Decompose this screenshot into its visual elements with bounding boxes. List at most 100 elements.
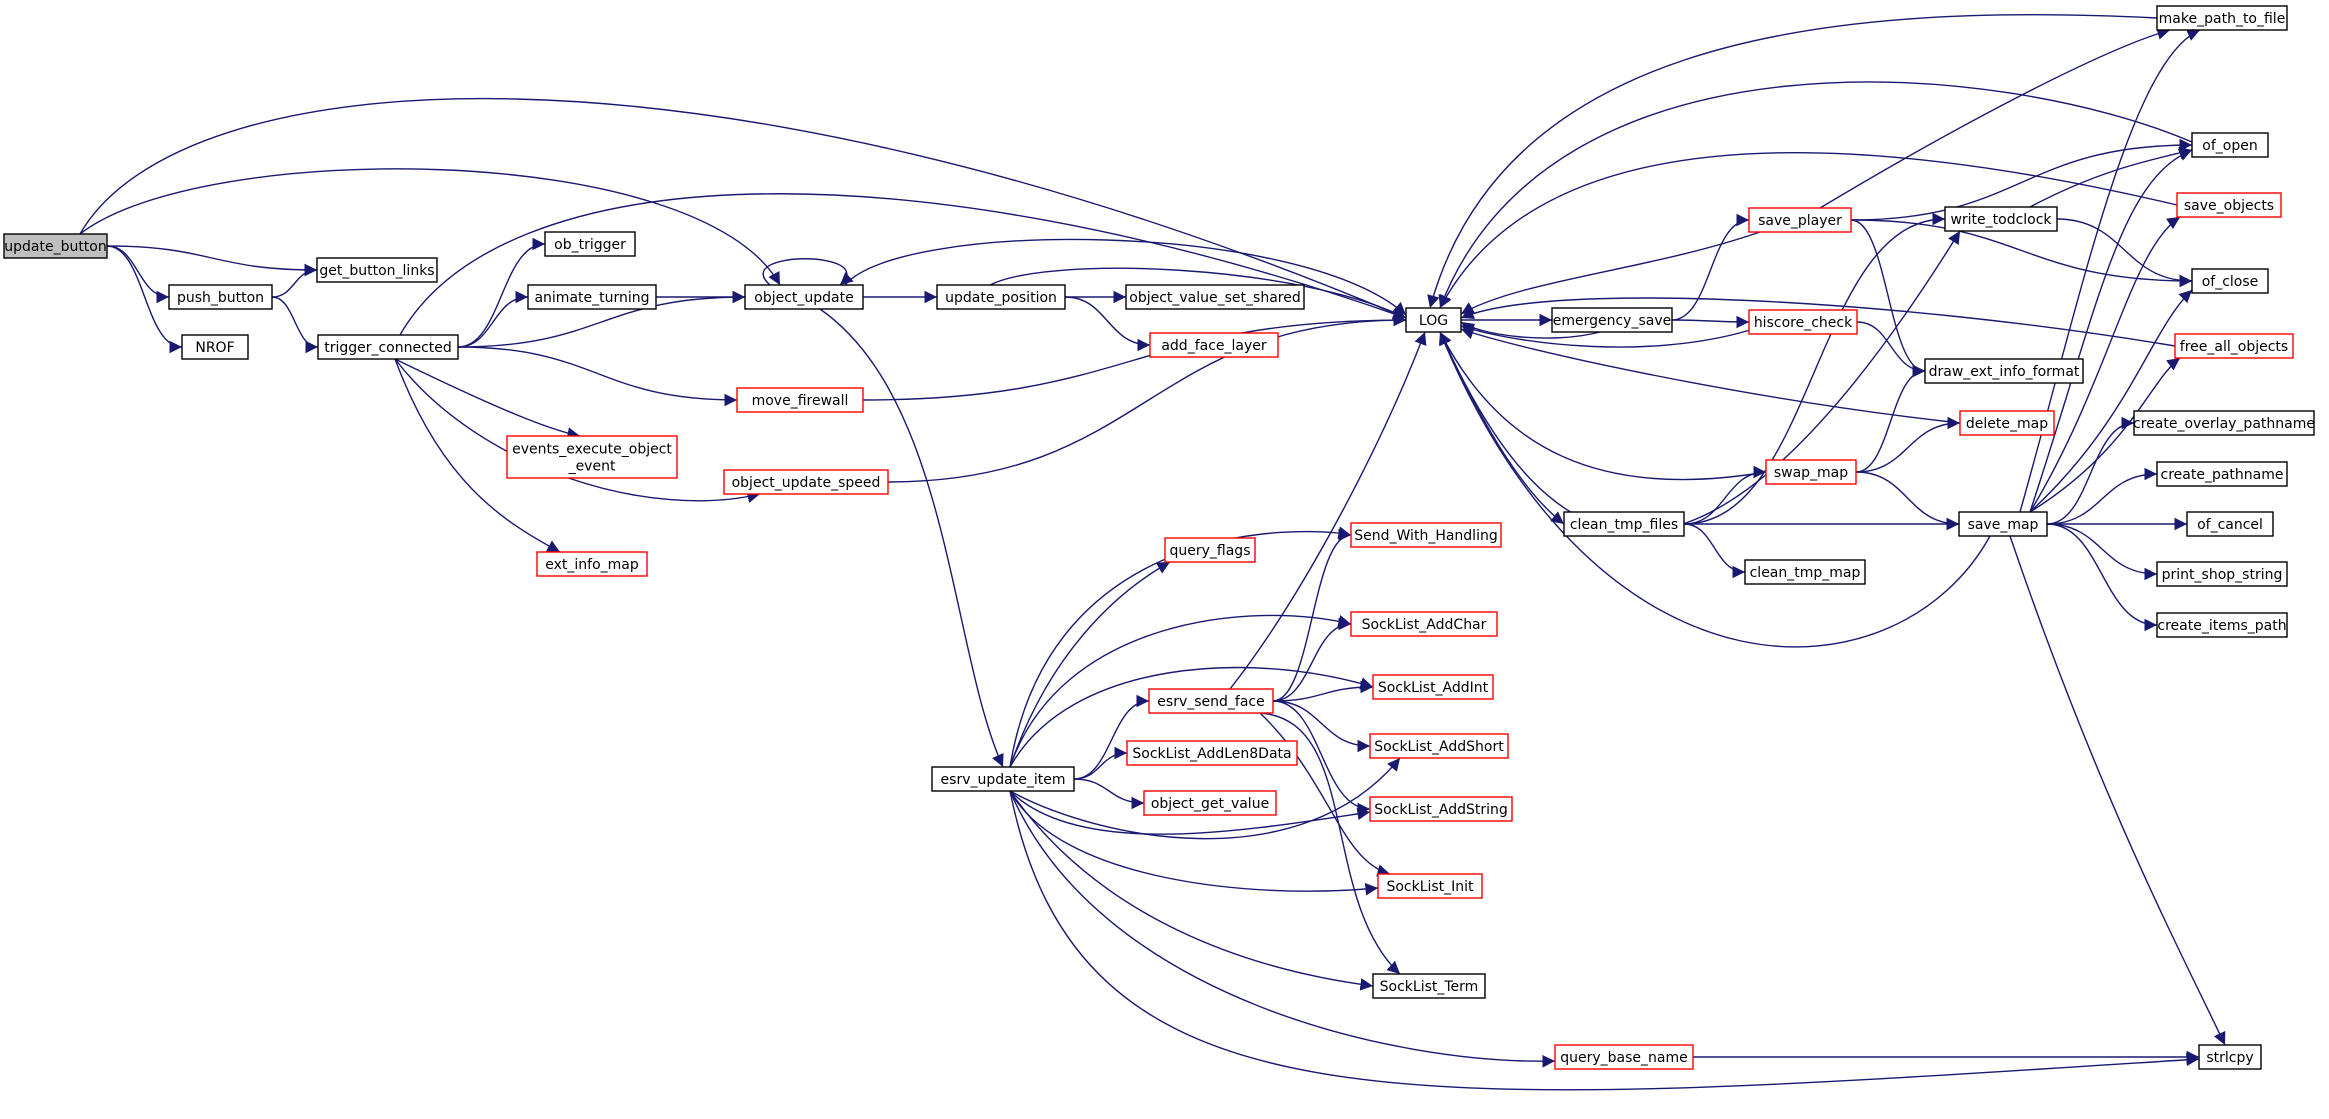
edge-line [1229,331,1427,690]
node-box [1748,207,1852,233]
node-esrv_send_face[interactable]: esrv_send_face [1148,688,1274,714]
node-label: SockList_AddString [1374,802,1508,818]
edge-line [1683,212,1946,525]
edge-line [1272,680,1374,702]
node-box [2186,511,2274,537]
node-label: animate_turning [534,290,649,306]
edge-trigger_connected-to-events_execute_object_event [394,358,581,440]
node-hiscore_check[interactable]: hiscore_check [1748,309,1858,335]
node-LOG[interactable]: LOG [1405,307,1462,333]
node-object_update_speed[interactable]: object_update_speed [723,469,889,495]
edge-save_map-to-create_overlay_pathname [2046,416,2135,525]
node-update_button[interactable]: update_button [3,233,108,259]
node-box [2156,612,2288,638]
node-box [1372,973,1486,999]
node-object_update[interactable]: object_update [744,284,864,310]
edge-esrv_update_item-to-object_get_value [1073,778,1145,810]
node-trigger_connected[interactable]: trigger_connected [317,334,459,360]
node-add_face_layer[interactable]: add_face_layer [1149,332,1279,358]
edge-update_button-to-get_button_links [106,245,318,277]
node-label: SockList_AddLen8Data [1132,746,1291,762]
node-create_pathname[interactable]: create_pathname [2156,461,2288,487]
node-update_position[interactable]: update_position [936,284,1066,310]
node-create_items_path[interactable]: create_items_path [2156,612,2288,638]
edge-line [819,308,1004,768]
node-box [1744,559,1866,585]
node-animate_turning[interactable]: animate_turning [527,284,657,310]
edge-line [1819,27,2171,209]
edge-line [1064,296,1151,352]
node-label: esrv_update_item [941,772,1066,788]
node-create_overlay_pathname[interactable]: create_overlay_pathname [2133,410,2315,436]
node-save_objects[interactable]: save_objects [2176,192,2282,218]
node-box [2156,5,2288,31]
node-object_value_set_shared[interactable]: object_value_set_shared [1125,284,1305,310]
node-NROF[interactable]: NROF [181,334,249,360]
edge-write_todclock-to-of_close [2056,218,2193,288]
node-query_base_name[interactable]: query_base_name [1554,1044,1694,1070]
node-label: get_button_links [319,263,434,279]
edge-swap_map-to-save_map [1855,471,1960,531]
edge-push_button-to-trigger_connected [271,296,319,354]
node-clean_tmp_files[interactable]: clean_tmp_files [1563,511,1685,537]
edge-save_map-to-save_objects [2029,216,2181,513]
node-get_button_links[interactable]: get_button_links [316,257,438,283]
node-label: SockList_Init [1386,879,1474,895]
node-SockList_AddInt[interactable]: SockList_AddInt [1372,674,1494,700]
node-SockList_Init[interactable]: SockList_Init [1377,873,1483,899]
edge-esrv_update_item-to-SockList_Term [1009,790,1374,991]
edge-line [1460,323,1751,348]
node-Send_With_Handling[interactable]: Send_With_Handling [1350,522,1502,548]
node-object_get_value[interactable]: object_get_value [1143,790,1277,816]
edge-esrv_send_face-to-Send_With_Handling [1272,528,1352,702]
node-box [2191,268,2269,294]
node-label: save_map [1968,517,2039,533]
node-save_map[interactable]: save_map [1958,511,2048,537]
node-of_cancel[interactable]: of_cancel [2186,511,2274,537]
node-emergency_save[interactable]: emergency_save [1551,307,1673,333]
node-move_firewall[interactable]: move_firewall [736,387,864,413]
node-label: object_update_speed [732,475,881,491]
node-SockList_AddShort[interactable]: SockList_AddShort [1369,733,1509,759]
node-SockList_AddChar[interactable]: SockList_AddChar [1350,611,1498,637]
node-box [527,284,657,310]
node-query_flags[interactable]: query_flags [1164,537,1256,563]
node-label: emergency_save [1553,313,1672,329]
node-strlcpy[interactable]: strlcpy [2198,1044,2262,1070]
node-ext_info_map[interactable]: ext_info_map [536,551,648,577]
node-SockList_AddString[interactable]: SockList_AddString [1369,796,1513,822]
node-delete_map[interactable]: delete_map [1959,410,2055,436]
node-label: make_path_to_file [2159,11,2286,27]
node-box [1958,511,2048,537]
edge-object_update-to-LOG [844,238,1407,316]
edge-trigger_connected-to-LOG [399,193,1407,336]
edge-line [1671,213,1750,321]
node-esrv_update_item[interactable]: esrv_update_item [931,766,1075,792]
edge-esrv_send_face-to-SockList_Init [1259,712,1391,877]
edge-save_map-to-LOG [1438,331,1991,648]
node-label: LOG [1419,313,1448,329]
node-label: add_face_layer [1161,338,1267,354]
node-box [936,284,1066,310]
node-push_button[interactable]: push_button [168,284,273,310]
edge-clean_tmp_files-to-write_todclock [1683,212,1946,525]
node-of_close[interactable]: of_close [2191,268,2269,294]
node-clean_tmp_map[interactable]: clean_tmp_map [1744,559,1866,585]
node-make_path_to_file[interactable]: make_path_to_file [2156,5,2288,31]
edge-line [457,290,746,348]
node-ob_trigger[interactable]: ob_trigger [544,231,636,257]
node-SockList_AddLen8Data[interactable]: SockList_AddLen8Data [1126,740,1298,766]
node-SockList_Term[interactable]: SockList_Term [1372,973,1486,999]
node-events_execute_object_event[interactable]: events_execute_object_event [506,435,678,479]
node-swap_map[interactable]: swap_map [1765,459,1857,485]
edge-emergency_save-to-save_player [1671,213,1750,321]
node-free_all_objects[interactable]: free_all_objects [2174,333,2294,359]
edge-trigger_connected-to-object_update [457,290,746,348]
node-print_shop_string[interactable]: print_shop_string [2156,561,2288,587]
node-save_player[interactable]: save_player [1748,207,1852,233]
edge-line [1850,219,2193,288]
node-draw_ext_info_format[interactable]: draw_ext_info_format [1924,358,2084,384]
node-write_todclock[interactable]: write_todclock [1944,206,2058,232]
edge-line [457,237,546,348]
node-of_open[interactable]: of_open [2191,132,2269,158]
